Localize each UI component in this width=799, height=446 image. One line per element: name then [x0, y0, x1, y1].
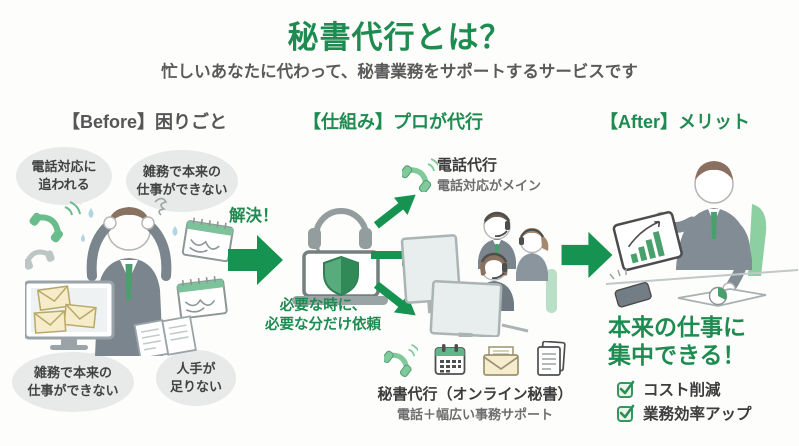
phone-service-title: 電話代行	[437, 157, 498, 174]
request-note: 必要な時に、 必要な分だけ依頼	[265, 298, 381, 333]
benefit-checklist-item: 業務効率アップ	[617, 402, 752, 424]
right-arrow-icon	[561, 230, 613, 280]
right-arrow-icon	[228, 233, 283, 287]
checklist-label: 業務効率アップ	[643, 406, 752, 423]
checklist-label: コスト削減	[643, 382, 721, 399]
envelope-icon	[63, 303, 97, 329]
envelope-icon	[36, 285, 72, 311]
checked-checkbox-icon	[617, 380, 635, 398]
pie-chart-document-icon	[677, 286, 767, 307]
phone-handset-icon	[25, 249, 55, 270]
secretary-service-title: 秘書代行（オンライン秘書）	[377, 386, 573, 403]
speech-bubble-busywork-top: 雑務で本来の 仕事ができない	[126, 150, 238, 212]
online-secretary-laptop-icon	[287, 186, 393, 306]
headset-icon	[519, 228, 545, 245]
checked-checkbox-icon	[617, 404, 635, 422]
phone-handset-icon	[384, 344, 418, 377]
envelope-icon	[33, 310, 67, 334]
phone-handset-icon	[402, 156, 438, 192]
page-subtitle: 忙しいあなたに代わって、秘書業務をサポートするサービスです	[161, 63, 638, 81]
call-center-illustration	[398, 199, 560, 337]
shield-icon	[323, 255, 359, 297]
documents-icon	[537, 341, 566, 376]
solve-label: 解決！	[229, 207, 279, 225]
tablet-chart-icon	[612, 211, 683, 272]
calendar-icon	[176, 276, 228, 320]
up-right-arrow-icon	[369, 185, 423, 235]
down-right-arrow-icon	[369, 275, 423, 325]
businessman-desk-illustration	[606, 146, 798, 316]
service-icons	[384, 341, 566, 377]
speech-bubble-busywork-bottom: 雑務で本来の 仕事ができない	[12, 352, 134, 412]
secretary-service-desc: 電話＋幅広い事務サポート	[396, 407, 553, 422]
smartphone-icon	[614, 282, 652, 308]
envelope-icon	[483, 346, 519, 376]
after-heading: 【After】メリット	[600, 112, 751, 132]
speech-bubble-understaffed: 人手が 足りない	[156, 350, 236, 406]
speech-bubble-phone-calls: 電話対応に 追われる	[16, 147, 112, 205]
process-heading: 【仕組み】プロが代行	[303, 112, 483, 132]
stressed-worker-illustration	[25, 194, 235, 356]
benefit-checklist-item: コスト削減	[617, 378, 721, 400]
before-heading: 【Before】困りごと	[62, 112, 228, 132]
documents-icon	[133, 315, 197, 356]
page-title: 秘書代行とは？	[287, 20, 512, 55]
phone-service-desc: 電話対応がメイン	[437, 178, 542, 193]
headset-icon	[483, 211, 511, 238]
headset-icon	[480, 252, 508, 280]
calendar-icon	[434, 344, 466, 375]
phone-handset-icon	[29, 212, 64, 243]
benefit-statement: 本来の仕事に 集中できる！	[608, 314, 746, 368]
calendar-icon	[181, 217, 234, 263]
